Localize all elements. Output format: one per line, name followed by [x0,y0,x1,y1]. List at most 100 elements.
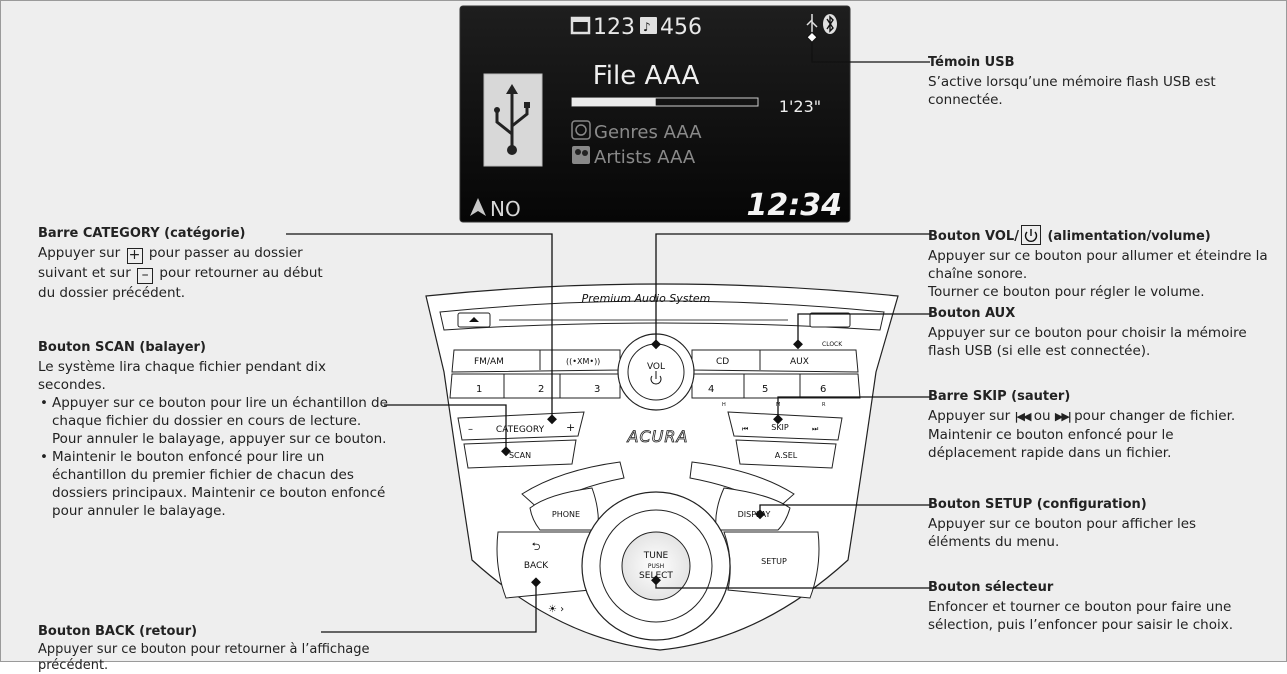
artist-icon [572,146,590,164]
callout-usb: Témoin USB S’active lorsqu’une mémoire f… [928,55,1228,109]
callout-setup: Bouton SETUP (configuration) Appuyer sur… [928,497,1258,551]
callout-category-desc: Appuyer sur + pour passer au dossier sui… [38,244,398,302]
skip-desc-part: ou [1033,408,1051,424]
folder-count: 123 [593,15,635,40]
category-desc-part: du dossier précédent. [38,285,186,301]
preset-4-button[interactable]: 4 [708,384,714,395]
skip-label: SKIP [771,423,789,432]
unit-brand-band: Premium Audio System [582,292,711,305]
preset-2-button[interactable]: 2 [538,384,544,395]
callout-selector: Bouton sélecteur Enfoncer et tourner ce … [928,580,1283,634]
preset-1-button[interactable]: 1 [476,384,482,395]
skip-desc-part: Appuyer sur [928,408,1011,424]
callout-skip: Barre SKIP (sauter) Appuyer sur |◀◀ ou ▶… [928,389,1248,462]
category-desc-part: suivant et sur [38,265,131,281]
preset-3-button[interactable]: 3 [594,384,600,395]
scan-button[interactable] [463,439,577,469]
phone-button[interactable] [529,487,599,531]
callout-aux-desc: Appuyer sur ce bouton pour choisir la mé… [928,325,1247,359]
vol-label: VOL [647,362,665,372]
tune-label: TUNE [643,551,669,561]
track-count: 456 [660,15,702,40]
callout-scan-title: Bouton SCAN (balayer) [38,340,206,355]
xm-button[interactable]: ((•XM•)) [566,357,600,366]
back-label: BACK [524,561,549,571]
callout-selector-desc: Enfoncer et tourner ce bouton pour faire… [928,599,1234,633]
callout-scan-list: Appuyer sur ce bouton pour lire un échan… [38,394,390,520]
category-label: CATEGORY [496,425,545,435]
vol-title-part: Bouton VOL/ [928,229,1019,244]
callout-skip-title: Barre SKIP (sauter) [928,389,1071,404]
aux-button[interactable]: AUX [790,357,809,367]
category-plus: + [566,421,575,434]
dimmer-icon: ☀ › [548,604,564,615]
audio-panel: Premium Audio System CLOCK FM/AM ((•XM•)… [425,283,899,651]
eject-icon [469,317,479,322]
category-minus: – [468,424,473,435]
preset-5-button[interactable]: 5 [762,384,768,395]
push-label: PUSH [648,563,664,570]
artist-text: Artists AAA [594,147,696,168]
track-count-icon: ♪ [640,17,657,34]
screen-body [459,5,851,223]
category-desc-part: pour retourner au début [159,265,323,281]
callout-vol-desc-1: Appuyer sur ce bouton pour allumer et ét… [928,248,1268,282]
callout-setup-desc: Appuyer sur ce bouton pour afficher les … [928,516,1197,550]
genre-icon [571,120,591,140]
display-screen: 123 ♪ 456 File A [459,5,851,223]
preset-r-label: R [822,402,826,408]
clock-label: CLOCK [822,341,843,348]
skip-desc-part: pour changer de fichier. [1074,408,1236,424]
category-desc-part: pour passer au dossier [148,245,303,261]
preset-h-label: H [722,402,726,408]
callout-setup-title: Bouton SETUP (configuration) [928,497,1147,512]
preset-buttons [449,373,861,399]
file-name: File AAA [593,61,700,91]
callout-back-desc: Appuyer sur ce bouton pour retourner à l… [38,642,370,673]
acura-logo: ACURA [627,427,689,446]
skip-back-icon: |◀◀ [1014,410,1032,423]
elapsed-time: 1'23" [779,97,821,116]
callout-skip-desc-1: Appuyer sur |◀◀ ou ▶▶| pour changer de f… [928,407,1248,426]
leader-lines [286,38,930,633]
phone-label: PHONE [552,510,580,519]
skip-bar[interactable] [727,411,843,441]
bluetooth-icon [823,14,837,34]
fm-am-button[interactable]: FM/AM [474,357,504,367]
callout-aux-title: Bouton AUX [928,306,1016,321]
power-icon [650,371,662,385]
progress-fill [572,98,656,106]
asel-label: A.SEL [775,451,798,460]
callout-scan-desc: Le système lira chaque fichier pendant d… [38,359,326,393]
callout-vol-title: Bouton VOL/ (alimentation/volume) [928,225,1278,245]
scan-label: SCAN [509,451,531,460]
folder-count-icon [570,16,591,35]
leader-tips [501,31,818,588]
clock-button[interactable] [809,312,851,328]
skip-forward-icon: ⏭ [812,425,819,433]
display-button[interactable] [715,487,791,531]
callout-scan-bullet-2: Maintenir le bouton enfoncé pour lire un… [38,448,390,520]
callout-back: Bouton BACK (retour) Appuyer sur ce bout… [38,624,398,674]
svg-text:♪: ♪ [643,20,651,34]
callout-scan-bullet-1: Appuyer sur ce bouton pour lire un échan… [38,394,390,448]
cd-button[interactable]: CD [716,357,729,367]
minus-icon: – [137,268,154,284]
callout-category-title: Barre CATEGORY (catégorie) [38,226,246,241]
tune-select-knob[interactable] [621,531,691,601]
skip-back-icon: ⏮ [742,425,748,433]
source-buttons [451,349,859,373]
asel-button[interactable] [735,439,837,469]
usb-large-icon [483,73,543,167]
compass-direction: NO [490,197,521,221]
callout-scan: Bouton SCAN (balayer) Le système lira ch… [38,340,390,520]
callout-vol: Bouton VOL/ (alimentation/volume) Appuye… [928,225,1278,301]
callout-usb-title: Témoin USB [928,55,1015,70]
preset-6-button[interactable]: 6 [820,384,826,395]
callout-selector-title: Bouton sélecteur [928,580,1054,595]
callout-vol-desc-2: Tourner ce bouton pour régler le volume. [928,284,1205,300]
clock-display: 12:34 [747,188,843,223]
skip-forward-icon: ▶▶| [1054,410,1072,423]
setup-label: SETUP [761,557,787,566]
